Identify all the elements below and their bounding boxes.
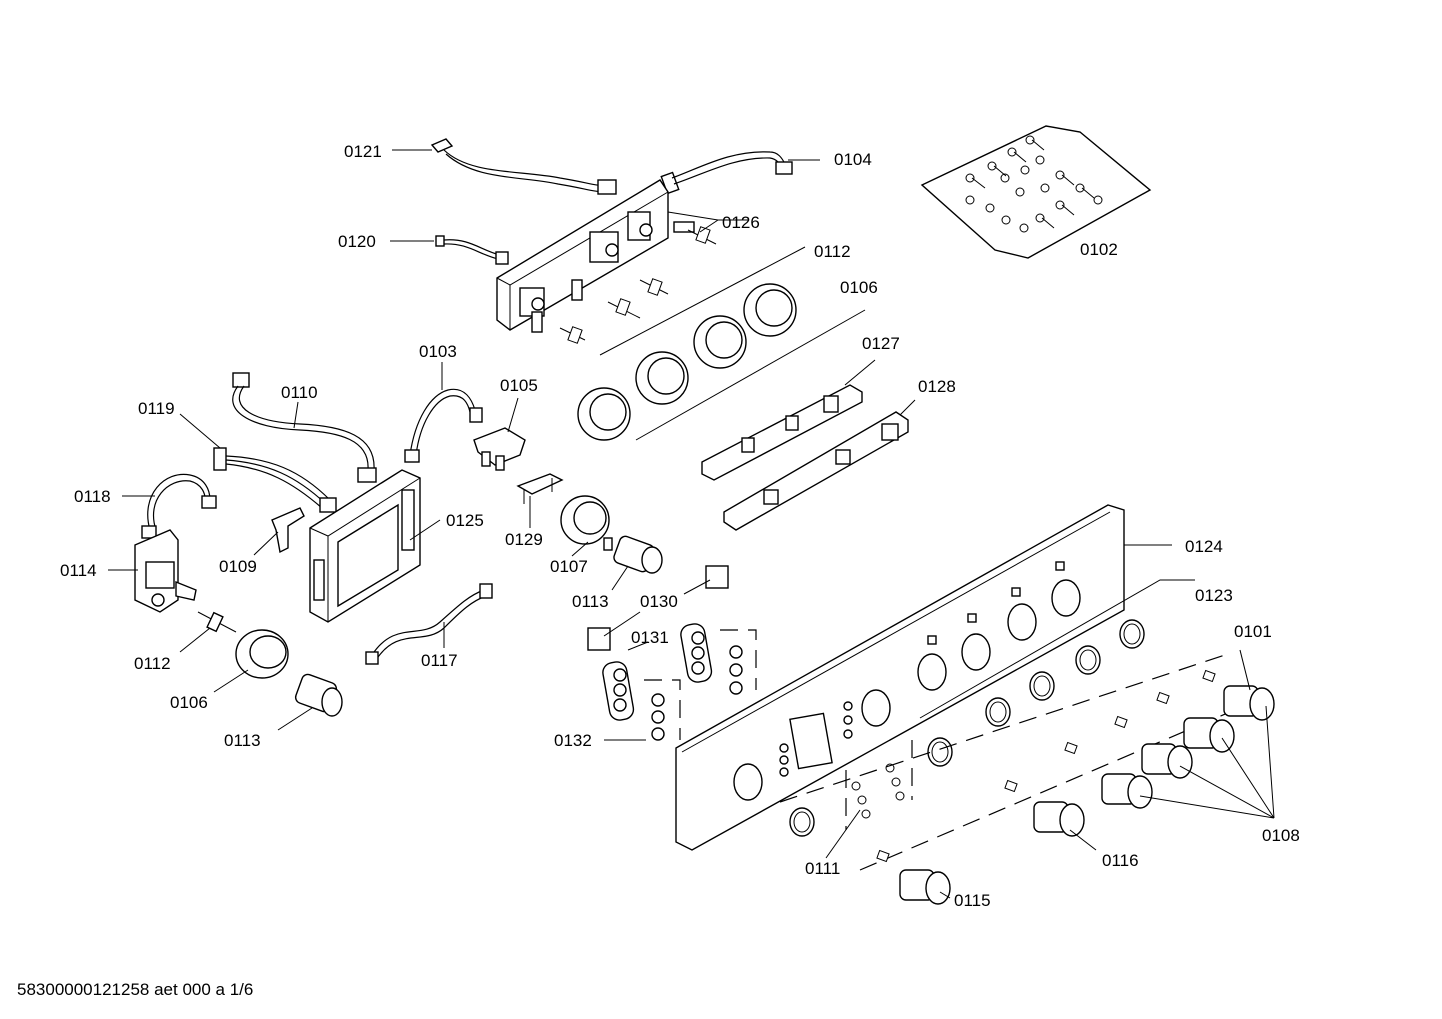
wiring-harness-0119	[213, 447, 337, 513]
screw-bag-0102	[920, 125, 1152, 259]
wiring-harness-0121	[430, 138, 617, 195]
callout-0114: 0114	[60, 561, 97, 580]
callout-0130: 0130	[640, 592, 678, 611]
knob-cylinders-upper	[577, 283, 797, 441]
leader-0112-upper	[599, 246, 806, 356]
callout-0110: 0110	[281, 383, 318, 402]
leader-0106-upper	[635, 309, 866, 441]
callout-0106-upper: 0106	[840, 278, 878, 297]
leader-0128	[899, 399, 916, 416]
alignment-dash-2	[859, 705, 1245, 871]
leader-0107	[571, 541, 589, 557]
leader-0119	[179, 413, 221, 449]
callout-0112-lower: 0112	[134, 654, 171, 673]
callout-0125: 0125	[446, 511, 484, 530]
switch-shafts-upper	[559, 226, 717, 344]
callout-0120: 0120	[338, 232, 376, 251]
leader-0115	[939, 891, 951, 899]
leader-0131	[627, 641, 649, 651]
wiring-harness-0117	[365, 583, 493, 665]
callout-0112-upper: 0112	[814, 242, 851, 261]
wiring-harness-0118	[141, 473, 217, 539]
push-button-upper	[613, 535, 663, 574]
leader-0113-lower	[277, 707, 313, 731]
leader-0116	[1069, 829, 1097, 851]
leader-0109	[253, 531, 279, 556]
leader-0106-lower	[213, 669, 249, 693]
leader-0130	[603, 579, 711, 637]
pcb-strip-0127	[701, 384, 863, 481]
wiring-harness-0103	[404, 388, 483, 463]
callout-0128: 0128	[918, 377, 956, 396]
trim-rings-0123	[789, 619, 1145, 837]
wiring-harness-0120	[435, 235, 509, 265]
callout-0118: 0118	[74, 487, 111, 506]
callout-0109: 0109	[219, 557, 257, 576]
leader-0125	[409, 519, 441, 541]
callout-0117: 0117	[421, 651, 458, 670]
callout-0111: 0111	[805, 859, 840, 878]
callout-0119: 0119	[138, 399, 175, 418]
leader-0126	[667, 211, 748, 233]
switch-module-upper	[496, 179, 695, 333]
callout-0121: 0121	[344, 142, 382, 161]
callout-0129: 0129	[505, 530, 543, 549]
callout-0124: 0124	[1185, 537, 1223, 556]
switch-shaft-lower	[197, 611, 237, 633]
callout-0116: 0116	[1102, 851, 1139, 870]
control-panel-front-0124	[675, 504, 1125, 851]
switch-module-0114	[134, 529, 197, 613]
callout-0113-upper: 0113	[572, 592, 609, 611]
pcb-strip-0128	[723, 411, 909, 531]
bracket-0109	[271, 507, 305, 554]
leader-0111	[825, 809, 861, 859]
alignment-dash-1	[779, 653, 1229, 803]
control-knobs	[899, 685, 1275, 905]
wiring-harness-0110	[232, 372, 377, 483]
leader-0101	[1239, 649, 1251, 691]
push-button-lower	[294, 673, 343, 717]
callout-0108: 0108	[1262, 826, 1300, 845]
clip-0129	[516, 473, 564, 504]
callout-0101: 0101	[1234, 622, 1272, 641]
callout-0107: 0107	[550, 557, 588, 576]
document-id: 58300000121258 aet 000 a 1/6	[17, 980, 254, 999]
callout-0123: 0123	[1195, 586, 1233, 605]
callout-0131: 0131	[631, 628, 669, 647]
callout-0102: 0102	[1080, 240, 1118, 259]
leader-0110	[293, 401, 299, 429]
indicator-markers	[876, 669, 1216, 863]
leader-0108	[1139, 705, 1275, 819]
wiring-harness-0104	[660, 151, 793, 195]
leader-0127	[844, 359, 876, 386]
callout-0106-lower: 0106	[170, 693, 208, 712]
mounting-frame-0125	[309, 469, 421, 623]
callout-0126: 0126	[722, 213, 760, 232]
callout-0127: 0127	[862, 334, 900, 353]
leader-0123	[919, 579, 1195, 719]
callout-0113-lower: 0113	[224, 731, 261, 750]
leader-0113-upper	[611, 565, 629, 591]
leader-0105	[507, 397, 519, 433]
callout-0105: 0105	[500, 376, 538, 395]
callout-labels: 0121 0104 0102 0120 0126 0112 0106 0127 …	[60, 142, 1300, 910]
switch-0130	[587, 565, 729, 651]
knob-cylinder-lower	[235, 629, 289, 679]
callout-0104: 0104	[834, 150, 872, 169]
callout-0115: 0115	[954, 891, 991, 910]
lamp-holder-strips	[602, 623, 757, 741]
knob-cylinder-0107	[560, 495, 613, 551]
callout-0132: 0132	[554, 731, 592, 750]
leader-0112-lower	[179, 627, 211, 653]
connector-0105	[473, 427, 526, 471]
callout-0103: 0103	[419, 342, 457, 361]
